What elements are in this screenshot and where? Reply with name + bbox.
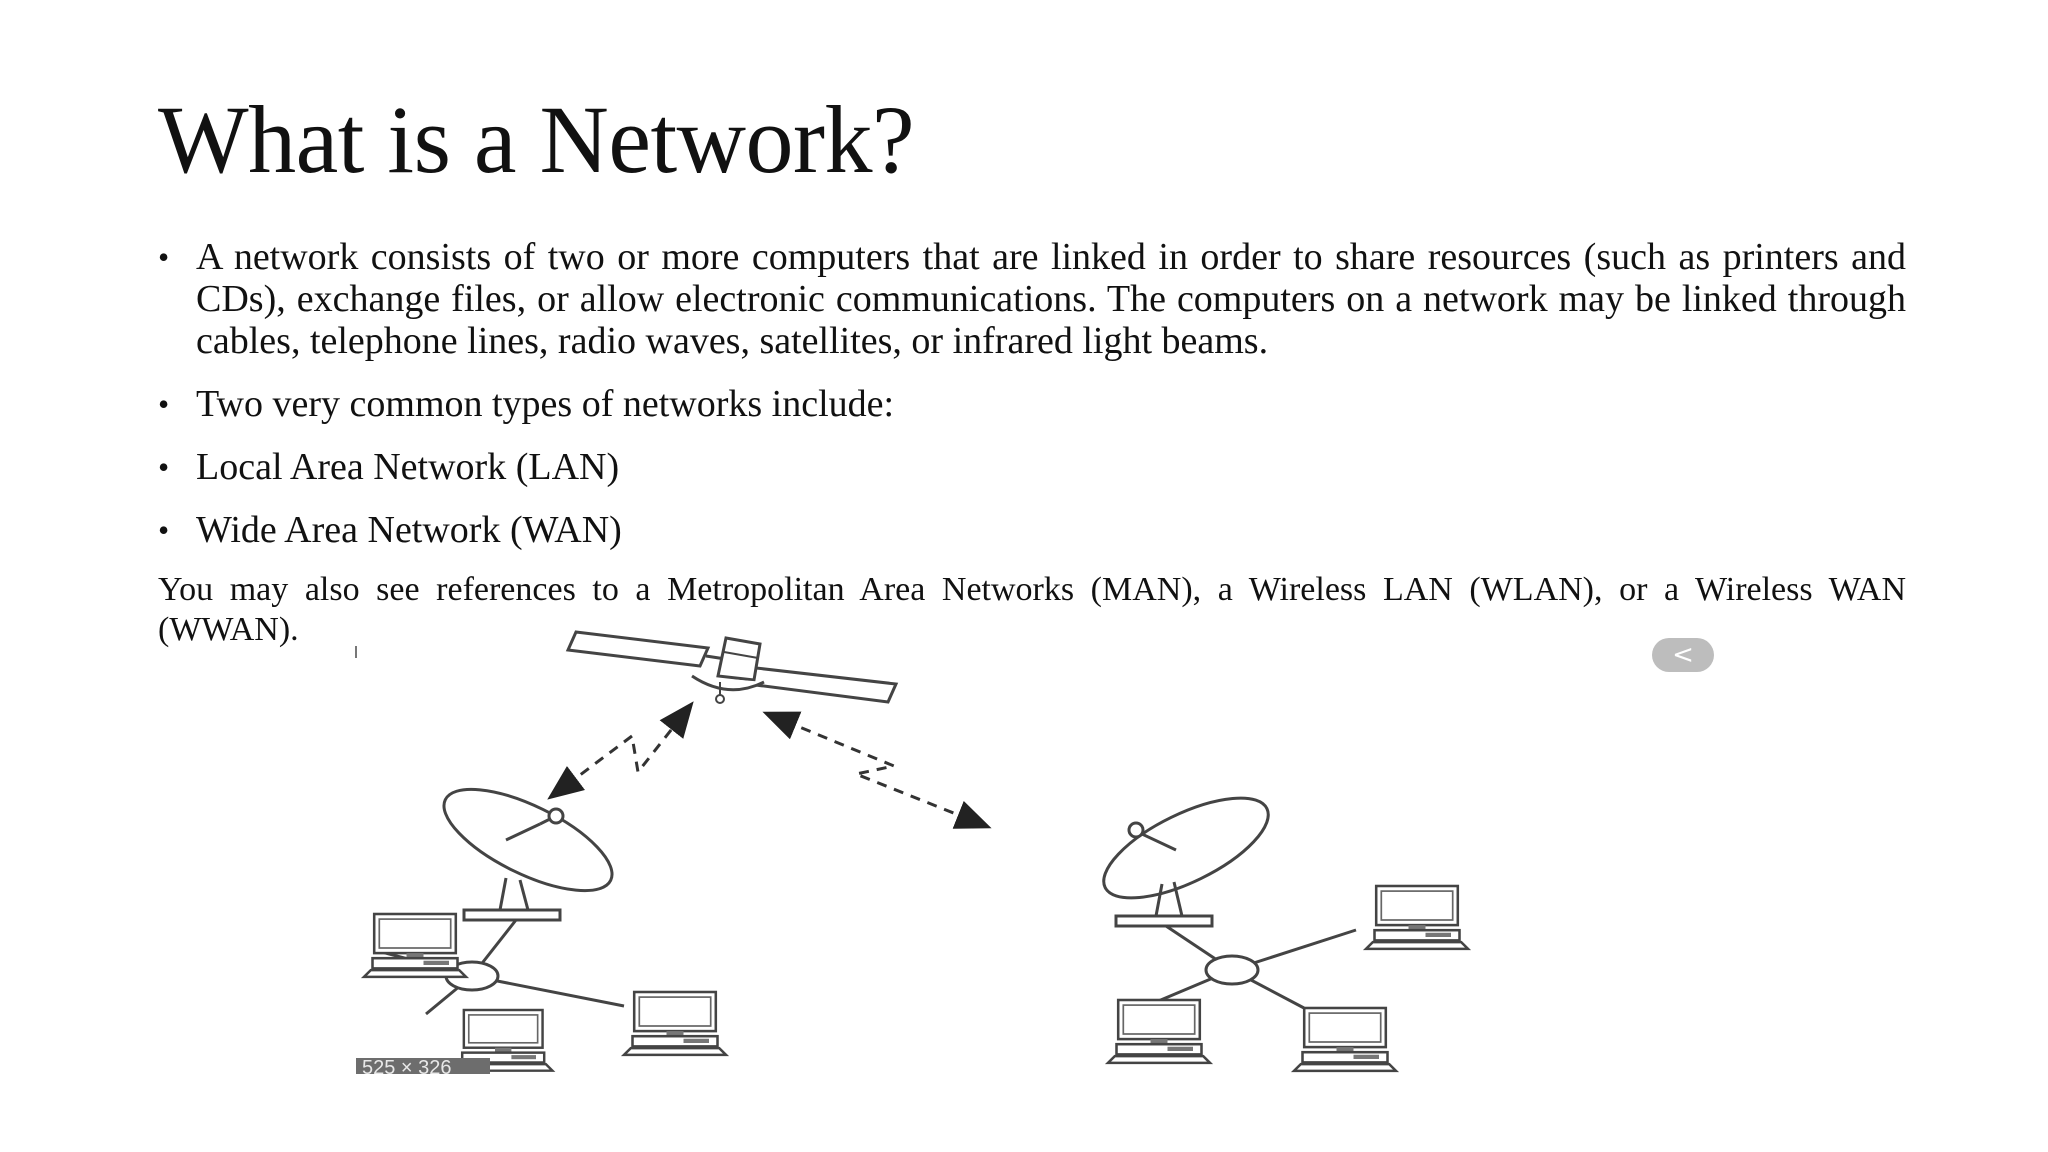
- slide-title: What is a Network?: [158, 86, 915, 193]
- note-paragraph: You may also see references to a Metropo…: [158, 571, 1906, 648]
- bullet-text: Two very common types of networks includ…: [196, 383, 895, 425]
- network-diagram: [356, 630, 1736, 1074]
- image-edge-mark: [355, 646, 357, 658]
- bullet-marker: •: [158, 512, 170, 548]
- satellite-dish-icon: [442, 787, 614, 922]
- bullet-text: Local Area Network (LAN): [196, 446, 620, 488]
- bullet-marker: •: [158, 239, 170, 275]
- computer-icon: [1364, 884, 1470, 951]
- network-diagram-svg: [362, 630, 1470, 1073]
- computer-icon: [1292, 1006, 1398, 1073]
- bullet-list: • A network consists of two or more comp…: [158, 236, 1906, 572]
- image-size-badge: 525 × 326: [356, 1058, 490, 1074]
- bullet-marker: •: [158, 386, 170, 422]
- bullet-item: • Two very common types of networks incl…: [158, 383, 1906, 425]
- hub-icon: [1204, 954, 1260, 986]
- satellite-icon: [565, 630, 899, 704]
- bullet-item: • Local Area Network (LAN): [158, 446, 1906, 488]
- computer-icon: [1106, 998, 1212, 1065]
- satellite-dish-icon: [1102, 796, 1270, 928]
- bullet-text: A network consists of two or more comput…: [196, 236, 1906, 362]
- image-back-button[interactable]: <: [1652, 638, 1714, 672]
- computer-icon: [622, 990, 728, 1057]
- computer-icon: [362, 912, 468, 979]
- bullet-text: Wide Area Network (WAN): [196, 509, 622, 551]
- uplink-arrow-right: [762, 711, 992, 829]
- bullet-marker: •: [158, 449, 170, 485]
- bullet-item: • A network consists of two or more comp…: [158, 236, 1906, 362]
- bullet-item: • Wide Area Network (WAN): [158, 509, 1906, 551]
- uplink-arrow-left: [547, 701, 694, 800]
